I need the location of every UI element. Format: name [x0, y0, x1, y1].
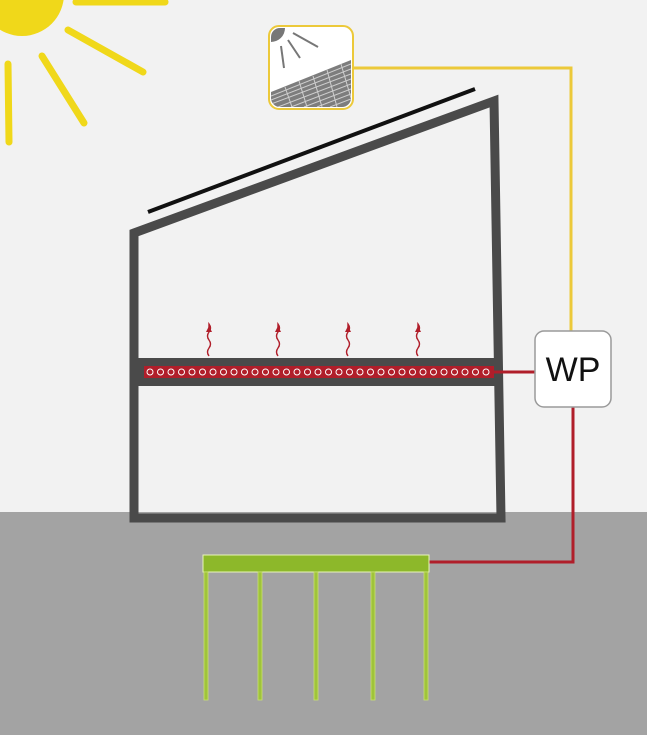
ground-probe — [370, 571, 376, 701]
solar-panel-icon — [268, 25, 354, 110]
pipe-circle — [241, 368, 248, 376]
pipe-circle — [251, 368, 259, 376]
heating-pipe-band — [144, 366, 494, 378]
heat-pump-unit: WP — [534, 330, 612, 408]
heat-wave-arrow-icon — [415, 321, 421, 357]
pipe-circle — [388, 368, 395, 376]
pipe-circle — [304, 368, 311, 376]
pipe-circle — [440, 368, 448, 376]
pipe-circle — [472, 368, 479, 376]
pipe-circle — [262, 368, 269, 376]
pipe-circle — [461, 368, 469, 376]
pipe-circle — [398, 368, 406, 376]
pipe-circle — [325, 368, 332, 376]
sun-icon — [0, 0, 169, 146]
pipe-circle — [314, 368, 322, 376]
ground-probe — [257, 571, 263, 701]
pipe-circle — [346, 368, 353, 376]
pipe-circle — [178, 368, 185, 376]
pipe-circle — [209, 368, 217, 376]
pipe-circle — [293, 368, 301, 376]
ground-probe — [313, 571, 319, 701]
pipe-circle — [167, 368, 175, 376]
heat-wave-arrow-icon — [345, 321, 351, 357]
ground-probe — [423, 571, 429, 701]
pipe-circle — [283, 368, 290, 376]
pipe-circle — [409, 368, 416, 376]
pipe-circle — [451, 368, 458, 376]
heat-wave-arrow-icon — [275, 321, 281, 357]
pipe-circle — [272, 368, 280, 376]
pipe-circle — [220, 368, 227, 376]
ground-probe — [203, 571, 209, 701]
solar-connection-line — [353, 66, 573, 331]
roof-solar-panel — [147, 87, 476, 214]
ground-circuit-line — [429, 407, 575, 564]
pipe-circle — [419, 368, 427, 376]
pipe-circle — [482, 368, 490, 376]
pipe-circle — [157, 368, 164, 376]
ground — [0, 512, 647, 735]
ground-probes — [203, 571, 429, 701]
ground-heat-collector — [202, 554, 430, 701]
pipe-circle — [356, 368, 364, 376]
pipe-circle — [430, 368, 437, 376]
house-outline — [129, 94, 506, 523]
heat-pump-label: WP — [546, 351, 601, 389]
underfloor-heating-pipes — [144, 366, 494, 378]
pipe-circle — [335, 368, 343, 376]
pipe-circle — [199, 368, 206, 376]
pipe-circle — [367, 368, 374, 376]
pipe-circle — [230, 368, 238, 376]
pipe-circle — [188, 368, 196, 376]
pipe-circle — [377, 368, 385, 376]
heat-rise-arrows — [206, 321, 421, 357]
pipe-circle — [146, 368, 154, 376]
heat-wave-arrow-icon — [206, 321, 212, 357]
